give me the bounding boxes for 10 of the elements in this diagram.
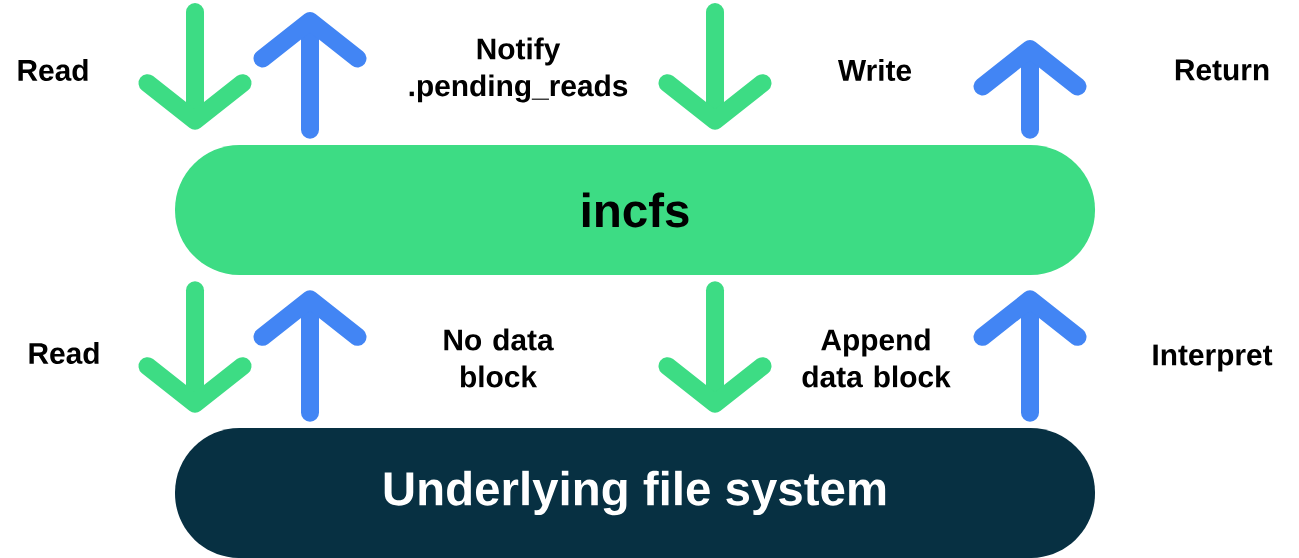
label-text: Read [18,59,88,81]
label-text: Write [837,59,912,81]
label-text: Notify .pending_reads [409,37,628,103]
layer-box: incfs [175,145,1095,275]
layer-box: Underlying file system [175,428,1095,558]
label-text: Return [1175,59,1269,81]
label-text: Interpret [1153,344,1273,372]
label-text: No data block [444,328,554,388]
label-text: Append data block [802,328,951,388]
label-text: Read [29,342,99,364]
